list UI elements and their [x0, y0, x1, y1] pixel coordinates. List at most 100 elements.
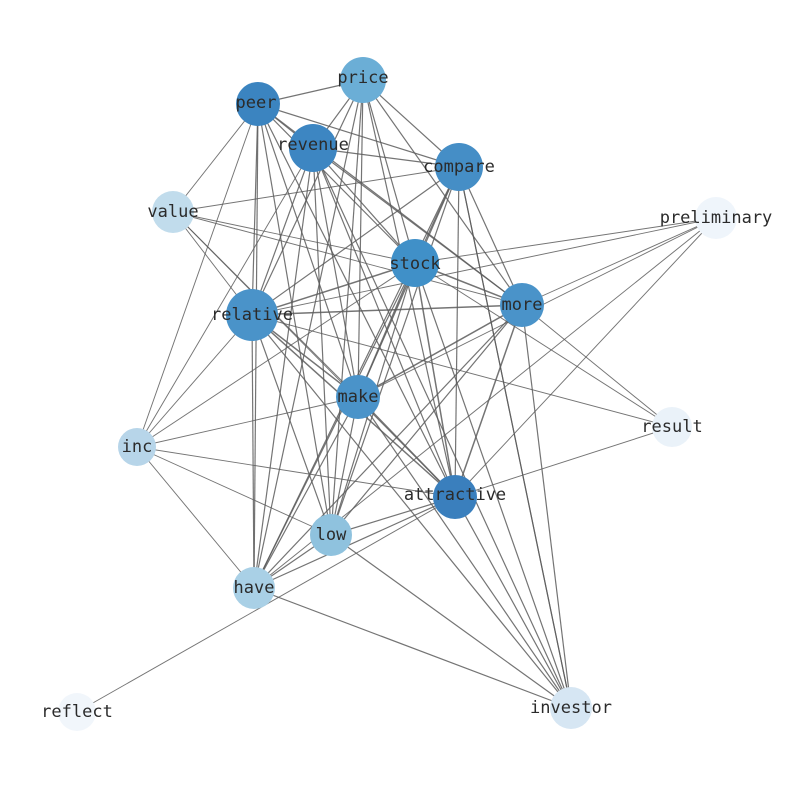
graph-node-peer[interactable]: peer	[236, 82, 280, 126]
graph-edge	[454, 304, 523, 498]
node-label-price: price	[337, 68, 388, 88]
node-circle-peer[interactable]	[236, 82, 280, 126]
graph-edge	[357, 262, 416, 398]
graph-edge	[251, 314, 673, 428]
graph-edge	[357, 79, 364, 398]
node-label-preliminary: preliminary	[660, 208, 773, 228]
node-circle-inc[interactable]	[118, 428, 156, 466]
graph-edge	[136, 446, 332, 536]
graph-edge	[251, 304, 523, 316]
node-circle-stock[interactable]	[391, 239, 439, 287]
graph-edge	[253, 147, 314, 589]
graph-edge	[172, 211, 523, 306]
node-circle-result[interactable]	[652, 407, 692, 447]
node-label-compare: compare	[423, 157, 495, 177]
graph-edge	[414, 262, 673, 428]
graph-edge	[330, 396, 359, 536]
node-circle-investor[interactable]	[550, 687, 592, 729]
graph-node-revenue[interactable]: revenue	[277, 124, 349, 172]
node-circle-make[interactable]	[336, 375, 380, 419]
graph-edge	[312, 147, 416, 264]
graph-edge	[172, 103, 259, 213]
graph-edge	[362, 79, 416, 264]
graph-edge	[357, 304, 523, 398]
graph-edge	[257, 103, 332, 536]
node-circle-relative[interactable]	[226, 289, 278, 341]
node-circle-attractive[interactable]	[433, 475, 477, 519]
graph-edge	[136, 262, 416, 448]
graph-node-low[interactable]: low	[310, 514, 352, 556]
node-circle-low[interactable]	[310, 514, 352, 556]
node-circle-revenue[interactable]	[289, 124, 337, 172]
graph-node-value[interactable]: value	[147, 191, 199, 233]
graph-edge	[362, 79, 456, 498]
graph-node-compare[interactable]: compare	[423, 143, 495, 191]
graph-node-have[interactable]: have	[233, 567, 275, 609]
graph-node-more[interactable]: more	[500, 283, 544, 327]
node-circle-preliminary[interactable]	[695, 197, 737, 239]
node-label-make: make	[338, 387, 379, 407]
graph-edge	[414, 262, 572, 709]
graph-edge	[251, 79, 364, 316]
node-label-revenue: revenue	[277, 135, 349, 155]
graph-node-price[interactable]: price	[337, 57, 389, 103]
graph-edge	[362, 79, 523, 306]
graph-edge	[521, 217, 717, 306]
graph-edge	[414, 217, 717, 264]
node-circle-reflect[interactable]	[58, 693, 96, 731]
node-circle-compare[interactable]	[435, 143, 483, 191]
graph-edge	[312, 147, 523, 306]
graph-edge	[253, 496, 456, 589]
graph-node-preliminary[interactable]: preliminary	[660, 197, 773, 239]
graph-node-result[interactable]: result	[641, 407, 703, 447]
graph-edge	[251, 166, 460, 316]
graph-edge	[458, 166, 572, 709]
node-label-reflect: reflect	[41, 702, 113, 722]
graph-edge	[172, 211, 416, 264]
node-circle-have[interactable]	[233, 567, 275, 609]
graph-edge	[454, 166, 460, 498]
graph-edge	[330, 304, 523, 536]
node-label-result: result	[641, 417, 702, 437]
graph-edge	[414, 262, 456, 498]
graph-edge	[330, 534, 572, 709]
graph-node-relative[interactable]: relative	[211, 289, 293, 341]
node-label-stock: stock	[389, 254, 440, 274]
graph-edge	[251, 217, 717, 316]
graph-node-make[interactable]: make	[336, 375, 380, 419]
graph-edge	[454, 496, 572, 709]
node-circle-value[interactable]	[152, 191, 194, 233]
graph-edge	[136, 314, 253, 448]
graph-edge	[257, 103, 456, 498]
graph-edge	[521, 304, 673, 428]
graph-edge	[251, 314, 572, 709]
graph-node-investor[interactable]: investor	[530, 687, 612, 729]
node-label-low: low	[316, 525, 347, 545]
graph-edge	[253, 587, 572, 709]
graph-edge	[136, 147, 314, 448]
graph-edge	[257, 103, 460, 168]
node-label-more: more	[502, 295, 543, 315]
graph-node-inc[interactable]: inc	[118, 428, 156, 466]
graph-edge	[312, 147, 359, 398]
graph-edge	[357, 396, 456, 498]
graph-edge	[357, 396, 572, 709]
graph-edge	[330, 166, 460, 536]
node-layer: price peer revenue compare value preliminary s…	[41, 57, 772, 731]
node-circle-more[interactable]	[500, 283, 544, 327]
graph-edge	[251, 147, 314, 316]
node-circle-price[interactable]	[340, 57, 386, 103]
graph-node-attractive[interactable]: attractive	[404, 475, 506, 519]
node-label-relative: relative	[211, 305, 293, 325]
graph-node-stock[interactable]: stock	[389, 239, 441, 287]
graph-edge	[251, 314, 255, 589]
graph-node-reflect[interactable]: reflect	[41, 693, 113, 731]
graph-edge	[312, 147, 456, 498]
graph-edge	[251, 103, 259, 316]
graph-edge	[253, 304, 523, 589]
edge-layer	[76, 79, 717, 713]
graph-edge	[454, 426, 673, 498]
graph-edge	[136, 446, 456, 498]
